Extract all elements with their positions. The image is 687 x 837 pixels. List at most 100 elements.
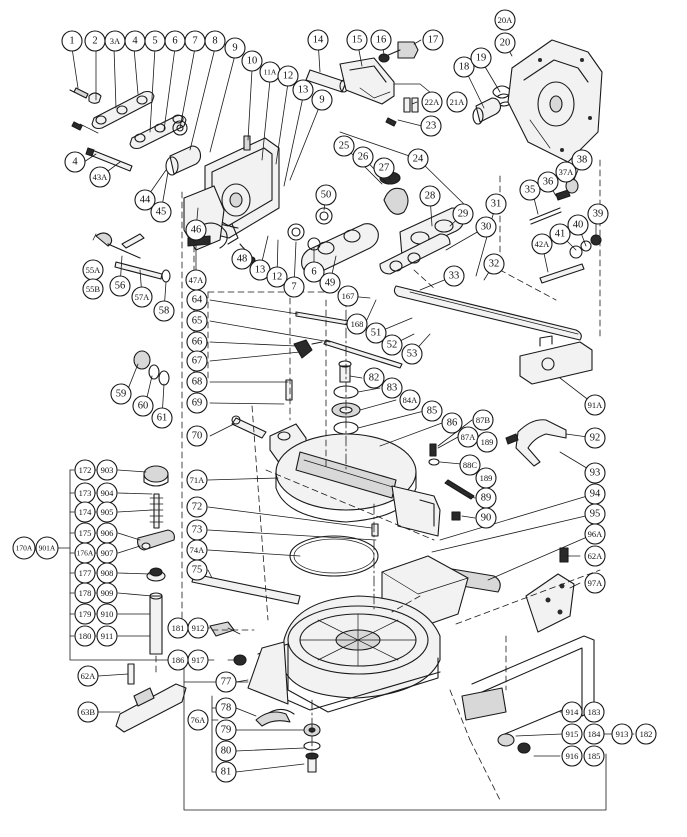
part-number-label: 12 [283,71,294,82]
callout-6: 6 [164,30,186,52]
callout-circle [187,709,209,731]
callout-32: 32 [483,253,505,275]
link-plate-5-drawing [129,114,187,150]
callout-circle [283,276,305,298]
link-49-drawing [301,223,379,275]
part-number-label: 87B [476,415,491,425]
part-number-label: 96A [588,529,604,539]
callout-circle [186,289,208,311]
callout-181: 181 [167,617,189,639]
callout-93: 93 [584,462,606,484]
callout-circle [186,559,208,581]
part-number-label: 20A [498,15,514,25]
callout-33: 33 [443,265,465,287]
callout-circle [519,179,541,201]
part-number-label: 173 [79,488,92,498]
washer-60-drawing [148,364,160,380]
part-number-label: 177 [79,568,92,578]
callout-25: 25 [333,135,355,157]
part-number-label: 31 [491,199,502,210]
part-number-label: 68 [192,377,203,388]
part-number-label: 84A [403,395,419,405]
screw-1-drawing [69,87,89,99]
callout-15: 15 [346,29,368,51]
part-number-label: 916 [566,751,579,761]
callout-87A: 87A [457,426,479,448]
callout-81: 81 [215,761,237,783]
callout-168: 168 [346,313,368,335]
callout-30: 30 [475,216,497,238]
callout-64: 64 [186,289,208,311]
callout-909: 909 [96,582,118,604]
callout-63B: 63B [77,701,99,723]
callout-68: 68 [186,371,208,393]
part-number-label: 93 [590,468,601,479]
callout-173: 173 [74,482,96,504]
base-drawing [247,555,469,717]
callout-51: 51 [365,322,387,344]
callout-35: 35 [519,179,541,201]
callout-20: 20 [494,32,516,54]
clip-22A-drawing [403,97,419,113]
callout-circle [475,216,497,238]
bracket-78-drawing [255,711,291,727]
callout-87B: 87B [472,409,494,431]
part-number-label: 179 [79,609,92,619]
foot-63B-drawing [115,663,187,733]
callout-172: 172 [74,459,96,481]
callout-910: 910 [96,603,118,625]
callout-19: 19 [470,47,492,69]
part-number-label: 178 [79,588,92,598]
turntable-71A-drawing [275,433,417,523]
callout-circle [365,322,387,344]
part-number-label: 4 [72,157,78,168]
callout-circle [407,148,429,170]
callout-circle [61,30,83,52]
part-number-label: 49 [325,278,336,289]
part-number-label: 174 [79,507,93,517]
clamp-knob-903-drawing [143,465,169,487]
part-number-label: 6 [311,267,316,278]
part-number-label: 4 [132,36,138,47]
part-number-label: 901A [39,544,56,553]
part-number-label: 46 [191,225,202,236]
part-number-label: 182 [640,729,653,739]
callout-39: 39 [587,203,609,225]
callout-67: 67 [186,350,208,372]
part-number-label: 73 [192,525,203,536]
callout-27: 27 [373,157,395,179]
callout-47A: 47A [185,269,207,291]
callout-37A: 37A [555,161,577,183]
part-number-label: 19 [476,53,487,64]
part-number-label: 62A [81,671,97,681]
part-number-label: 87A [461,432,477,442]
callout-circle [494,32,516,54]
callout-912: 912 [187,617,209,639]
callout-circle [96,603,118,625]
callout-circle [231,248,253,270]
ring-74A-drawing [289,535,379,577]
screw-69-drawing [285,379,293,401]
part-number-label: 172 [79,465,92,475]
callout-86: 86 [441,412,463,434]
callout-180: 180 [74,625,96,647]
callout-38: 38 [571,149,593,171]
part-number-label: 36 [543,177,554,188]
callout-circle [571,149,593,171]
callout-913: 913 [611,723,633,745]
part-number-label: 89 [481,493,492,504]
part-number-label: 7 [192,36,197,47]
part-number-label: 81 [221,767,232,778]
nut-39-drawing [590,234,602,246]
clamp-shaft-911-drawing [149,592,163,655]
part-number-label: 12 [272,272,283,283]
callout-circle [420,115,442,137]
callout-circle [215,719,237,741]
blade-guard-drawing [507,39,603,163]
callout-circle [151,407,173,429]
part-number-label: 9 [232,43,237,54]
callout-36: 36 [537,171,559,193]
part-number-label: 14 [313,35,324,46]
callout-23: 23 [420,115,442,137]
